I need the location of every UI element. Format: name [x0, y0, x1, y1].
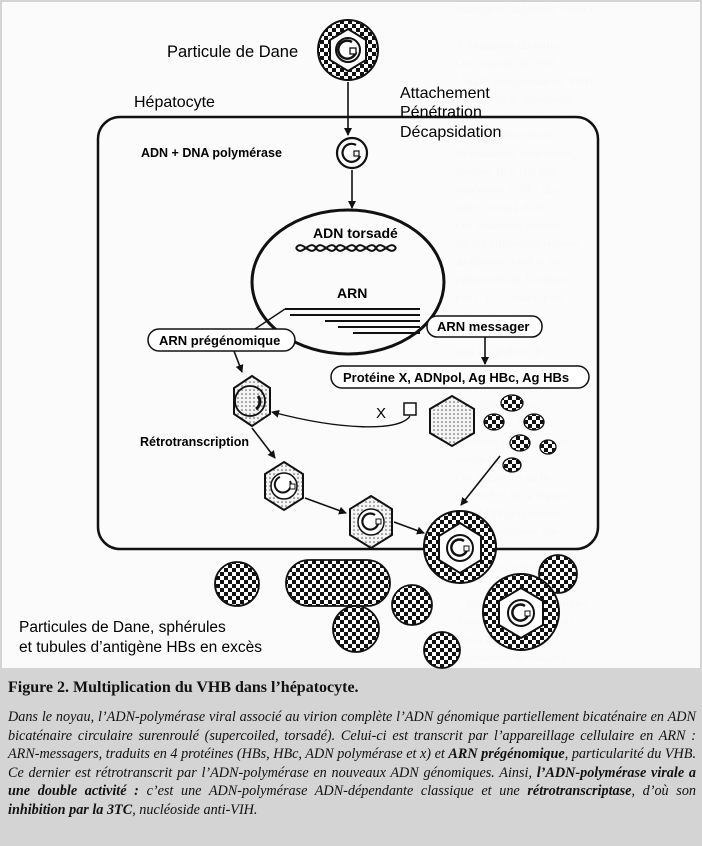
assembly-arrow — [271, 409, 411, 428]
entry-step-attachement: Attachement — [400, 85, 490, 102]
caption-text: c’est une ADN-polymérase ADN-dépendante … — [138, 783, 528, 800]
pregenomic-capsid — [233, 374, 271, 428]
pregenomic-link — [254, 308, 286, 330]
excess-particles-label-line2: et tubules d’antigène HBs en excès — [19, 639, 262, 656]
nucleus — [250, 208, 446, 356]
caption-emphasis: ARN prégénomique — [448, 746, 565, 763]
arn-pregenomique-label: ARN prégénomique — [159, 333, 280, 348]
caption-text: Dans le noyau, l’ADN-polymérase viral as… — [8, 709, 696, 763]
caption-text: , d’où son — [631, 783, 697, 800]
retrotranscription-capsid-1 — [264, 460, 304, 512]
caption-text: , nucléoside anti-VIH. — [132, 801, 258, 818]
entry-step-penetration: Pénétration — [400, 104, 482, 121]
figure-caption: Dans le noyau, l’ADN-polymérase viral as… — [8, 708, 696, 820]
figure-title: Figure 2. Multiplication du VHB dans l’h… — [8, 679, 359, 696]
budding-dane-particle — [423, 510, 497, 584]
dane-particle-top — [317, 19, 379, 81]
adn-torsade-label: ADN torsadé — [313, 225, 398, 241]
adn-polymerase-label: ADN + DNA polymérase — [141, 146, 282, 160]
hbs-spheres-cytoplasm — [483, 394, 557, 473]
dane-particle-label: Particule de Dane — [167, 43, 298, 61]
background-text-line: de l’ADN polymérase — [455, 666, 702, 670]
envelope-arrow — [460, 455, 501, 506]
entry-step-decapsidation: Décapsidation — [400, 124, 501, 141]
dane-particle-excess — [482, 573, 560, 651]
caption-emphasis: l’ADN-polymérase virale a une double act… — [8, 764, 696, 800]
retro-arrow-3 — [393, 521, 425, 535]
pregenomic-arrow — [233, 350, 244, 373]
polymerase-square — [403, 402, 417, 416]
core-protein-hexagon — [429, 394, 475, 448]
retro-arrow-1 — [251, 427, 276, 459]
viral-genome-capsid — [335, 136, 369, 170]
excess-particles — [214, 554, 578, 669]
arn-label: ARN — [337, 285, 367, 301]
rna-transcripts — [285, 308, 420, 334]
caption-text: , particularité du VHB. Ce dernier est r… — [8, 746, 696, 781]
caption-emphasis: inhibition par la 3TC — [8, 801, 133, 818]
hbv-replication-diagram: Particule de Dane Hépatocyte Attachement… — [2, 2, 700, 669]
arn-pregenomique-box — [147, 328, 296, 352]
hepatocyte-label: Hépatocyte — [134, 94, 215, 111]
retrotranscription-capsid-2 — [349, 494, 393, 550]
caption-emphasis: rétrotranscriptase — [527, 783, 632, 800]
retrotranscription-label: Rétrotranscription — [140, 435, 249, 449]
figure-panel-background — [2, 2, 700, 668]
supercoiled-dna — [295, 244, 397, 252]
x-protein-label: X — [376, 405, 386, 422]
proteins-label: Protéine X, ADNpol, Ag HBc, Ag HBs — [343, 370, 569, 385]
retro-arrow-2 — [304, 497, 347, 515]
excess-particles-label-line1: Particules de Dane, sphérules — [19, 619, 226, 636]
proteins-box — [330, 365, 590, 389]
arn-messager-label: ARN messager — [437, 319, 530, 334]
